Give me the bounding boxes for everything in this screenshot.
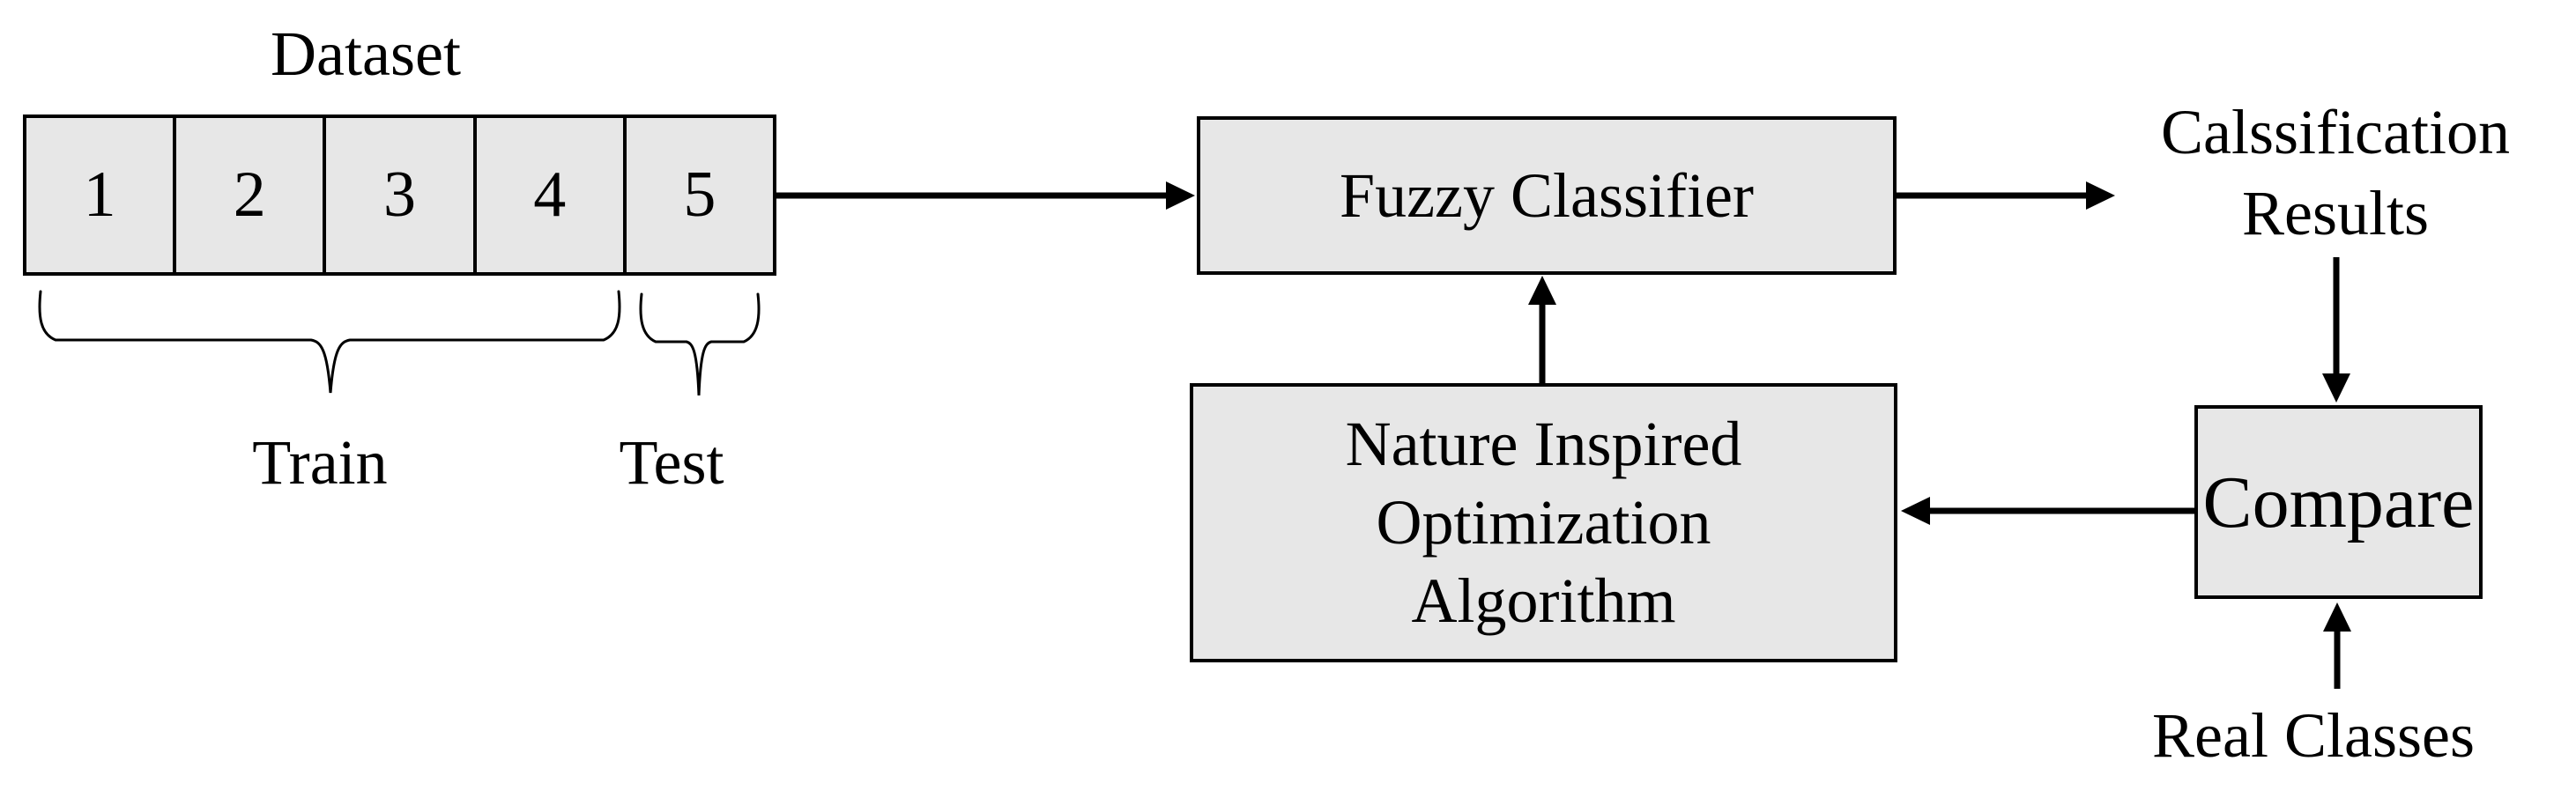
compare-box: Compare — [2194, 405, 2483, 599]
test-label: Test — [619, 427, 724, 498]
dataset-cell-1-value: 1 — [83, 159, 116, 231]
compare-label: Compare — [2202, 461, 2475, 543]
dataset-cell-1: 1 — [26, 118, 173, 272]
dataset-cell-2-value: 2 — [233, 159, 266, 231]
arrow-nature-box-to-fuzzy-classifier — [1528, 276, 1556, 383]
fuzzy-classifier-box: Fuzzy Classifier — [1197, 116, 1897, 275]
fuzzy-classifier-label: Fuzzy Classifier — [1340, 159, 1754, 231]
train-brace — [38, 290, 621, 394]
arrow-fuzzy-classifier-to-results — [1897, 181, 2115, 210]
dataset-cell-3-value: 3 — [383, 159, 416, 231]
dataset-cell-5: 5 — [622, 118, 773, 272]
classification-results-line-1: Calssification — [2161, 97, 2510, 167]
dataset-cell-4-value: 4 — [533, 159, 567, 231]
classification-results-label: Calssification Results — [2093, 92, 2576, 254]
arrow-compare-to-nature-box — [1901, 497, 2194, 525]
dataset-cell-3: 3 — [323, 118, 472, 272]
train-label: Train — [252, 427, 388, 498]
nature-box-line-3: Algorithm — [1411, 565, 1676, 636]
nature-box-line-2: Optimization — [1376, 487, 1711, 558]
nature-optimization-box: Nature Inspired Optimization Algorithm — [1190, 383, 1897, 662]
real-classes-label: Real Classes — [2152, 700, 2475, 771]
nature-box-line-1: Nature Inspired — [1345, 409, 1742, 479]
test-brace — [639, 292, 761, 396]
arrow-dataset-to-fuzzy-classifier — [776, 181, 1195, 210]
dataset-cell-2: 2 — [173, 118, 323, 272]
dataset-label: Dataset — [271, 18, 461, 89]
arrow-results-to-compare — [2322, 257, 2350, 403]
dataset-cells: 1 2 3 4 5 — [23, 115, 776, 276]
classification-results-line-2: Results — [2241, 178, 2430, 248]
dataset-cell-5-value: 5 — [683, 159, 716, 231]
dataset-cell-4: 4 — [472, 118, 623, 272]
arrow-real-classes-to-compare — [2323, 602, 2351, 689]
